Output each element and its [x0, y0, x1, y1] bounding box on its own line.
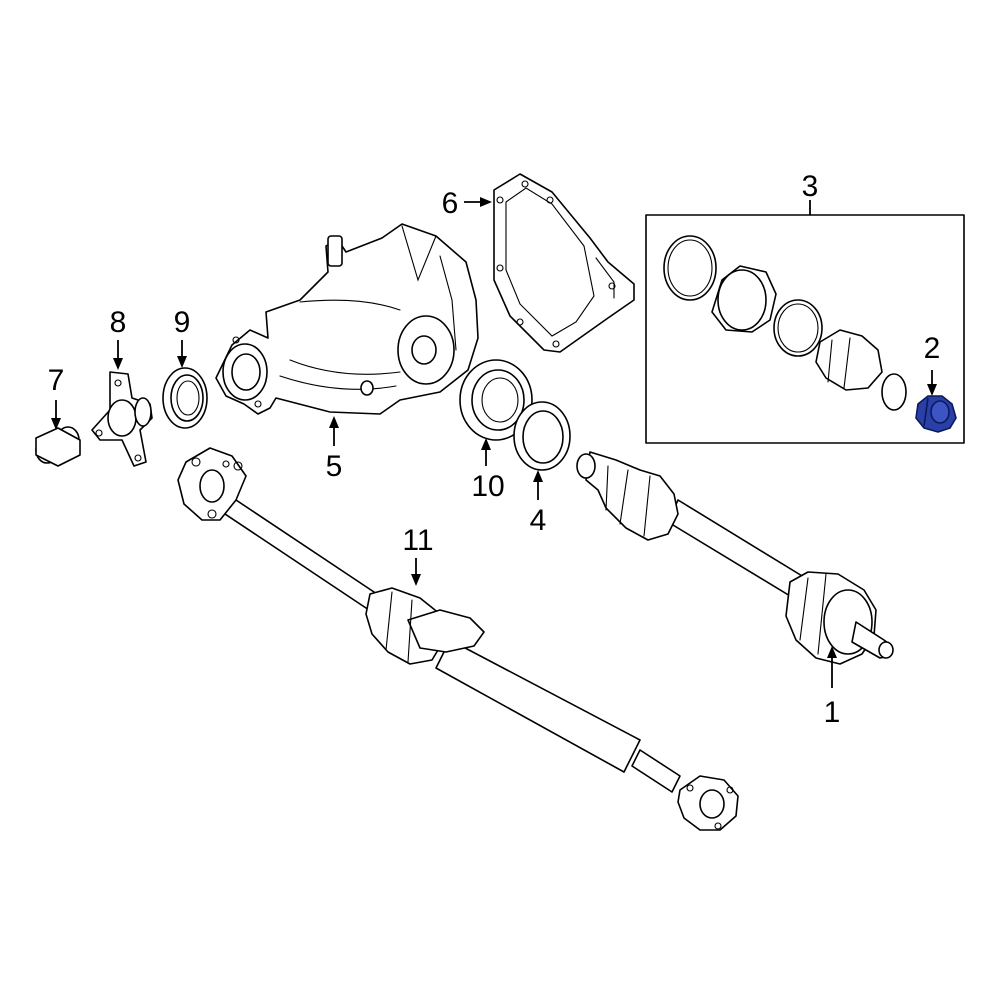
part-7-bushing[interactable] — [35, 426, 81, 467]
callout-11: 11 — [402, 524, 434, 586]
callout-5: 5 — [326, 416, 343, 483]
part-3-boot-kit[interactable] — [645, 214, 965, 444]
callout-6-label: 6 — [442, 187, 459, 220]
part-11-drive-shaft[interactable] — [177, 447, 739, 831]
callout-8-label: 8 — [110, 306, 127, 339]
callout-1-label: 1 — [824, 696, 841, 729]
callout-7: 7 — [48, 364, 65, 430]
callout-10: 10 — [471, 438, 505, 503]
part-5-differential[interactable] — [215, 223, 479, 415]
part-9-seal[interactable] — [162, 367, 208, 429]
callout-5-label: 5 — [326, 450, 343, 483]
part-6-cover[interactable] — [493, 173, 635, 353]
callout-3-label: 3 — [802, 170, 819, 203]
callout-4-label: 4 — [530, 504, 547, 537]
callout-9-label: 9 — [174, 306, 191, 339]
callout-11-label: 11 — [402, 524, 433, 557]
callout-2-label: 2 — [924, 332, 941, 365]
callout-2: 2 — [924, 332, 941, 396]
callout-1: 1 — [824, 646, 841, 729]
part-4-ring[interactable] — [513, 401, 571, 471]
callout-3: 3 — [802, 170, 819, 215]
part-8-flange[interactable] — [91, 371, 153, 467]
part-1-axle-shaft[interactable] — [576, 451, 894, 665]
callout-6: 6 — [442, 187, 492, 220]
callout-8: 8 — [110, 306, 127, 370]
part-2-nut[interactable] — [915, 395, 957, 433]
callout-9: 9 — [174, 306, 191, 368]
part-10-seal[interactable] — [459, 359, 533, 441]
callout-4: 4 — [530, 470, 547, 537]
callout-10-label: 10 — [471, 470, 504, 503]
callout-7-label: 7 — [48, 364, 65, 397]
